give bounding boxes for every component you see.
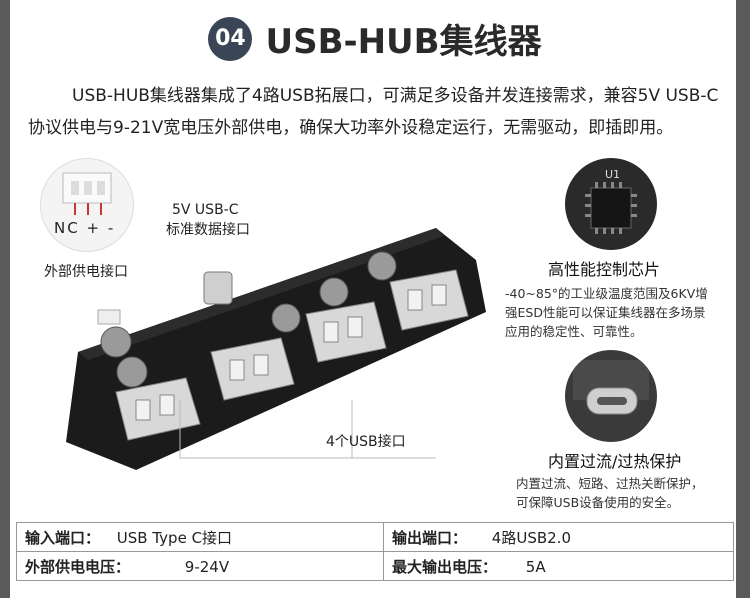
spec-key: 输出端口： bbox=[392, 528, 468, 547]
spec-cell: 外部供电电压： 9-24V bbox=[16, 551, 384, 581]
intro-text: USB-HUB集线器集成了4路USB拓展口，可满足多设备并发连接需求，兼容5V … bbox=[28, 80, 724, 144]
spec-value: 5A bbox=[525, 557, 546, 576]
chip-marking: U1 bbox=[605, 168, 620, 181]
page-title: USB-HUB集线器 bbox=[265, 22, 542, 62]
specs-table: 输入端口： USB Type C接口 输出端口： 4路USB2.0 外部供电电压… bbox=[16, 522, 734, 581]
table-row: 输入端口： USB Type C接口 输出端口： 4路USB2.0 bbox=[16, 522, 734, 552]
pin-labels: NC + - bbox=[54, 218, 115, 238]
section-badge: 04 bbox=[208, 16, 253, 61]
external-power-label: 外部供电接口 bbox=[44, 264, 128, 280]
chip-desc: -40~85°的工业级温度范围及6KV增 强ESD性能可以保证集线器在多场景 应… bbox=[505, 284, 733, 341]
chip-title: 高性能控制芯片 bbox=[548, 260, 661, 279]
pin-minus: - bbox=[107, 219, 116, 237]
spec-cell: 输入端口： USB Type C接口 bbox=[16, 522, 384, 552]
chip-desc-line1: -40~85°的工业级温度范围及6KV增 bbox=[505, 286, 708, 301]
pin-nc: NC bbox=[54, 219, 80, 237]
header: 04 USB-HUB集线器 bbox=[0, 14, 750, 63]
chip-desc-line2: 强ESD性能可以保证集线器在多场景 bbox=[505, 305, 706, 320]
usb-a-port-1 bbox=[115, 377, 201, 441]
usb-a-port-2 bbox=[210, 337, 295, 401]
frame-left bbox=[0, 0, 10, 598]
spec-key: 输入端口： bbox=[25, 528, 101, 547]
usb-bracket bbox=[179, 400, 436, 459]
intro-line-2: 协议供电与9-21V宽电压外部供电，确保大功率外设稳定运行，无需驱动，即插即用。 bbox=[28, 118, 674, 138]
usbc-label-line1: 5V USB-C bbox=[172, 202, 239, 218]
intro-line-1: USB-HUB集线器集成了4路USB拓展口，可满足多设备并发连接需求，兼容5V … bbox=[72, 86, 719, 106]
connector-icon bbox=[62, 172, 112, 215]
spec-value: 4路USB2.0 bbox=[491, 528, 571, 547]
usbc-port bbox=[203, 271, 233, 305]
spec-value: 9-24V bbox=[184, 557, 230, 576]
chip-zoom: U1 bbox=[565, 158, 657, 250]
protect-desc: 内置过流、短路、过热关断保护， 可保障USB设备使用的安全。 bbox=[516, 474, 730, 512]
pin-plus: + bbox=[86, 219, 102, 237]
usbc-zoom bbox=[565, 350, 657, 442]
usb-hub-board bbox=[66, 228, 486, 470]
protect-desc-line2: 可保障USB设备使用的安全。 bbox=[516, 495, 680, 510]
frame-right bbox=[736, 0, 750, 598]
usb-a-port-3 bbox=[305, 301, 387, 363]
usb-a-port-4 bbox=[389, 269, 469, 331]
chip-desc-line3: 应用的稳定性、可靠性。 bbox=[505, 324, 643, 339]
usbc-label-line2: 标准数据接口 bbox=[166, 222, 250, 238]
power-connector-zoom bbox=[40, 158, 134, 252]
spec-value: USB Type C接口 bbox=[116, 528, 233, 547]
spec-cell: 输出端口： 4路USB2.0 bbox=[383, 522, 734, 552]
spec-key: 最大输出电压： bbox=[392, 557, 498, 576]
spec-cell: 最大输出电压： 5A bbox=[383, 551, 734, 581]
protect-desc-line1: 内置过流、短路、过热关断保护， bbox=[516, 476, 704, 491]
protect-title: 内置过流/过热保护 bbox=[548, 452, 682, 471]
chip-icon: U1 bbox=[585, 168, 637, 234]
spec-key: 外部供电电压： bbox=[25, 557, 131, 576]
table-row: 外部供电电压： 9-24V 最大输出电压： 5A bbox=[16, 551, 734, 581]
usb-ports-label: 4个USB接口 bbox=[326, 434, 406, 450]
usbc-port-icon bbox=[573, 360, 649, 415]
